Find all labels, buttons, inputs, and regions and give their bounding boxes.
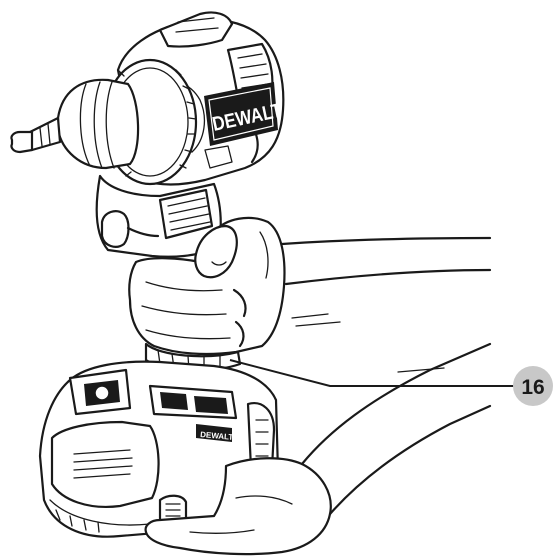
brand-logo-plate: DEWALT bbox=[204, 82, 284, 146]
callout-circle bbox=[513, 366, 553, 406]
callout-16: 16 bbox=[229, 359, 553, 406]
chuck bbox=[10, 78, 140, 170]
supporting-hand bbox=[144, 342, 492, 556]
battery-pack: DEWALT bbox=[38, 360, 280, 538]
battery-logo-text: DEWALT bbox=[200, 430, 234, 442]
callout-label: 16 bbox=[521, 376, 544, 399]
gripping-hand bbox=[128, 216, 492, 356]
callout-leader-line bbox=[229, 359, 515, 387]
